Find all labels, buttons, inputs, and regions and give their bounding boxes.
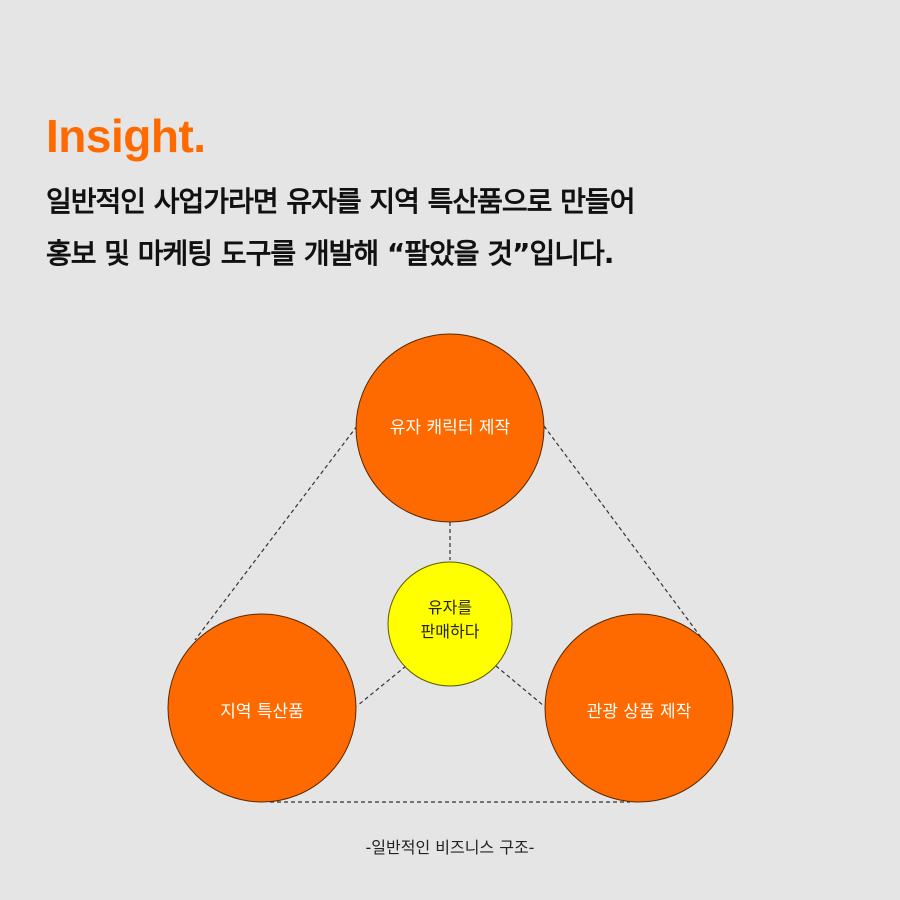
- headline-line-2: 홍보 및 마케팅 도구를 개발해 “팔았을 것”입니다.: [46, 237, 614, 270]
- node-center-label-line-2: 판매하다: [420, 622, 480, 641]
- edge-center-left: [356, 665, 407, 707]
- node-top-circle: [355, 333, 545, 523]
- diagram-caption: -일반적인 비즈니스 구조-: [365, 838, 535, 857]
- node-top-label: 유자 캐릭터 제작: [389, 418, 511, 438]
- insight-title: Insight.: [46, 110, 206, 162]
- connector-lines: [194, 425, 704, 803]
- node-center-label: 유자를 판매하다: [421, 596, 480, 644]
- node-right-label: 관광 상품 제작: [586, 702, 692, 722]
- node-center-circle: [387, 561, 513, 687]
- edge-top-right: [543, 425, 704, 641]
- headline: 일반적인 사업가라면 유자를 지역 특산품으로 만들어 홍보 및 마케팅 도구를…: [46, 176, 635, 280]
- node-left-circle: [167, 613, 357, 803]
- node-left-label: 지역 특산품: [220, 702, 304, 722]
- node-right-circle: [544, 613, 734, 803]
- edge-top-left: [194, 425, 358, 641]
- node-center-label-line-1: 유자를: [427, 598, 473, 617]
- headline-line-1: 일반적인 사업가라면 유자를 지역 특산품으로 만들어: [46, 185, 635, 218]
- edge-center-right: [495, 665, 545, 707]
